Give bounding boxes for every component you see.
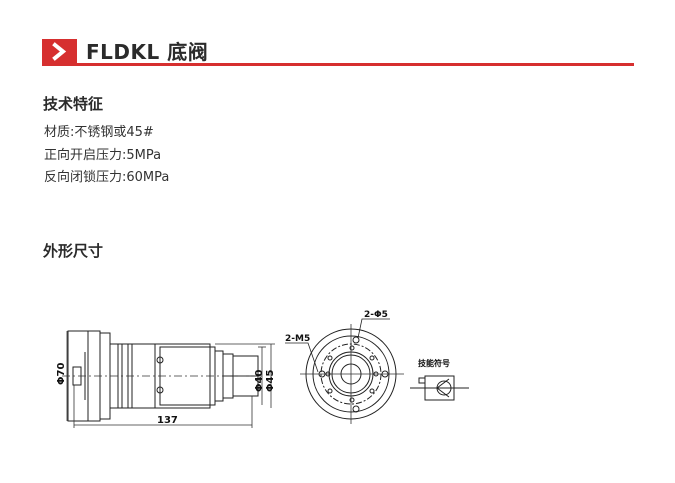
specs-heading: 技术特征 <box>43 95 104 113</box>
spec-material: 材质:不锈钢或45# <box>44 125 154 140</box>
specs-list: 材质:不锈钢或45# 正向开启压力:5MPa 反向闭锁压力:60MPa <box>44 122 169 190</box>
header-arrow-badge <box>42 39 77 64</box>
front-leaders <box>285 318 390 373</box>
chevron-right-icon <box>52 42 67 61</box>
spec-opening-pressure: 正向开启压力:5MPa <box>44 147 162 163</box>
check-valve-symbol-icon <box>410 375 469 401</box>
dim-length: 137 <box>157 415 178 426</box>
label-2-m5: 2-M5 <box>285 334 310 344</box>
front-centerlines <box>300 324 404 424</box>
label-2-phi5: 2-Φ5 <box>364 310 388 320</box>
dim-phi40: Φ40 <box>254 370 265 392</box>
page-title: FLDKL 底阀 <box>86 40 209 64</box>
spec-closing-pressure: 反向闭锁压力:60MPa <box>44 170 170 185</box>
dimensions-heading: 外形尺寸 <box>43 242 104 260</box>
side-dimension-lines <box>66 331 275 428</box>
dim-phi45: Φ45 <box>265 370 276 392</box>
symbol-label: 技能符号 <box>418 358 450 368</box>
header-divider <box>42 63 634 66</box>
dim-phi70: Φ70 <box>56 363 67 385</box>
